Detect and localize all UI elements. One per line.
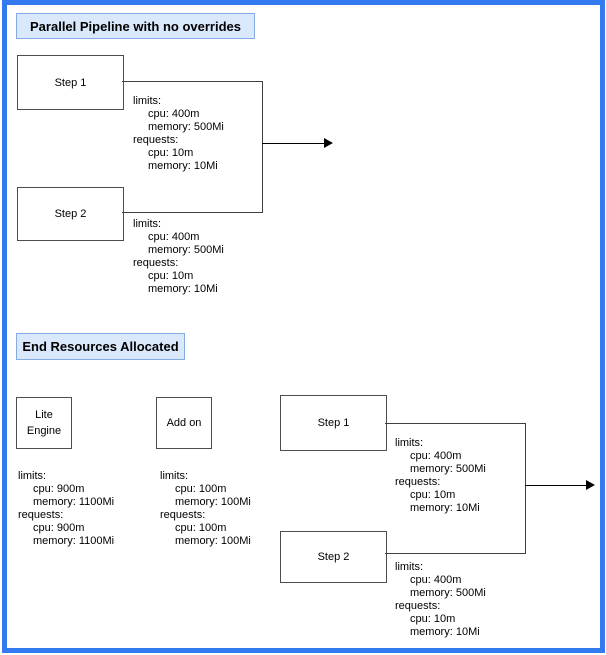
node-step2-bottom: Step 2 [280,531,387,583]
connector-step1-top [122,81,263,82]
resource-line: memory: 500Mi [148,121,224,133]
resource-line: memory: 500Mi [410,463,486,475]
resource-line: requests: [395,476,441,488]
resource-line: memory: 10Mi [410,626,480,638]
resource-line: cpu: 400m [410,574,462,586]
resource-line: requests: [160,509,206,521]
resource-line: requests: [133,134,179,146]
resource-line: limits: [395,561,424,573]
connector-step2-bottom [385,553,526,554]
node-step2-top: Step 2 [17,187,124,241]
resource-line: memory: 10Mi [148,160,218,172]
arrowhead-icon-bottom [586,480,595,490]
resource-line: cpu: 100m [175,483,227,495]
section2-title: End Resources Allocated [16,333,185,360]
resource-line: cpu: 900m [33,483,85,495]
node-step2-top-label: Step 2 [54,208,87,220]
node-lite-engine-label-line1: Lite [35,409,53,421]
node-step1-bottom-label: Step 1 [317,417,350,429]
node-add-on: Add on [156,397,212,449]
resource-line: requests: [395,600,441,612]
resource-line: limits: [160,470,189,482]
resources-step2-top: limits: cpu: 400m memory: 500Mi requests… [133,218,224,296]
resource-line: memory: 500Mi [410,587,486,599]
resources-add-on: limits: cpu: 100m memory: 100Mi requests… [160,470,251,548]
resource-line: cpu: 100m [175,522,227,534]
resource-line: cpu: 10m [148,270,194,282]
resource-line: memory: 100Mi [175,496,251,508]
resources-lite-engine: limits: cpu: 900m memory: 1100Mi request… [18,470,114,548]
resources-step1-bottom: limits: cpu: 400m memory: 500Mi requests… [395,437,486,515]
arrowhead-icon-top [324,138,333,148]
resource-line: memory: 500Mi [148,244,224,256]
resource-line: cpu: 400m [410,450,462,462]
resource-line: cpu: 10m [410,489,456,501]
arrow-line-bottom [525,485,586,486]
node-step2-bottom-label: Step 2 [317,551,350,563]
node-add-on-label: Add on [166,417,202,429]
resource-line: cpu: 400m [148,231,200,243]
section1-title: Parallel Pipeline with no overrides [16,13,255,39]
node-lite-engine: Lite Engine [16,397,72,449]
resources-step2-bottom: limits: cpu: 400m memory: 500Mi requests… [395,561,486,639]
node-step1-bottom: Step 1 [280,395,387,451]
node-step1-top-label: Step 1 [54,76,87,89]
resource-line: memory: 10Mi [410,502,480,514]
connector-merge-bottom [525,423,526,554]
resource-line: memory: 10Mi [148,283,218,295]
resource-line: limits: [395,437,424,449]
resource-line: memory: 1100Mi [33,535,115,547]
resource-line: limits: [18,470,47,482]
resource-line: memory: 1100Mi [33,496,115,508]
node-lite-engine-label-line2: Engine [26,425,62,437]
resource-line: cpu: 10m [410,613,456,625]
arrow-line-top [262,143,324,144]
resource-line: cpu: 400m [148,108,200,120]
node-step1-top: Step 1 [17,55,124,110]
resource-line: cpu: 900m [33,522,85,534]
resources-step1-top: limits: cpu: 400m memory: 500Mi requests… [133,95,224,173]
resource-line: requests: [18,509,64,521]
resource-line: limits: [133,95,162,107]
resource-line: memory: 100Mi [175,535,251,547]
connector-step1-bottom [385,423,526,424]
connector-merge-top [262,81,263,213]
resource-line: cpu: 10m [148,147,194,159]
resource-line: requests: [133,257,179,269]
connector-step2-top [122,212,263,213]
resource-line: limits: [133,218,162,230]
